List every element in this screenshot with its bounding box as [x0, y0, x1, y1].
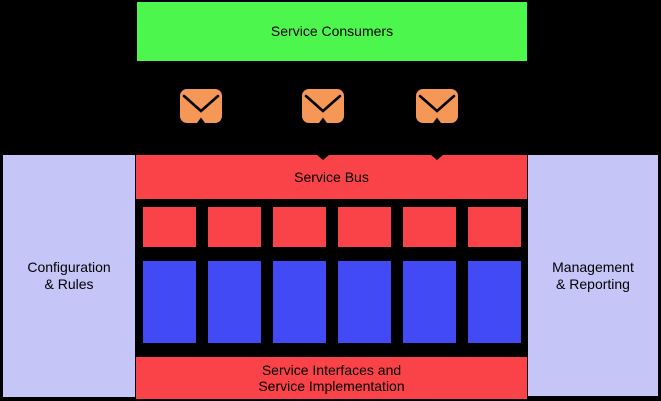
- message-envelope-icon: [302, 89, 344, 123]
- service-consumers-label: Service Consumers: [270, 23, 394, 39]
- interfaces-label-line1: Service Interfaces and: [261, 362, 402, 378]
- management-reporting-panel: Management & Reporting: [528, 155, 658, 396]
- message-envelope-icon: [180, 89, 222, 123]
- interfaces-label-line2: Service Implementation: [258, 378, 405, 394]
- message-envelope-icon: [416, 89, 458, 123]
- service-interfaces-implementation-bar: Service Interfaces and Service Implement…: [136, 357, 527, 399]
- configuration-rules-label-line1: Configuration: [27, 259, 111, 275]
- service-implementation-box: [338, 261, 391, 343]
- service-interface-box: [208, 207, 261, 247]
- service-implementation-box: [208, 261, 261, 343]
- service-implementation-box: [403, 261, 456, 343]
- service-interface-box: [273, 207, 326, 247]
- service-implementation-box: [143, 261, 196, 343]
- service-interface-box: [143, 207, 196, 247]
- service-interface-box: [338, 207, 391, 247]
- service-implementation-box: [273, 261, 326, 343]
- service-consumers-box: Service Consumers: [137, 2, 527, 61]
- arrowhead-icon: [317, 155, 329, 160]
- management-reporting-label-line1: Management: [552, 258, 634, 275]
- service-interface-box: [468, 207, 521, 247]
- configuration-rules-label-line2: & Rules: [44, 276, 94, 292]
- configuration-rules-panel: Configuration & Rules: [3, 155, 135, 397]
- service-bus-label: Service Bus: [294, 168, 369, 185]
- service-implementation-box: [468, 261, 521, 343]
- arrowhead-icon: [431, 155, 443, 160]
- management-reporting-label-line2: & Reporting: [556, 275, 630, 292]
- service-interface-box: [403, 207, 456, 247]
- service-bus-bar: Service Bus: [136, 155, 527, 199]
